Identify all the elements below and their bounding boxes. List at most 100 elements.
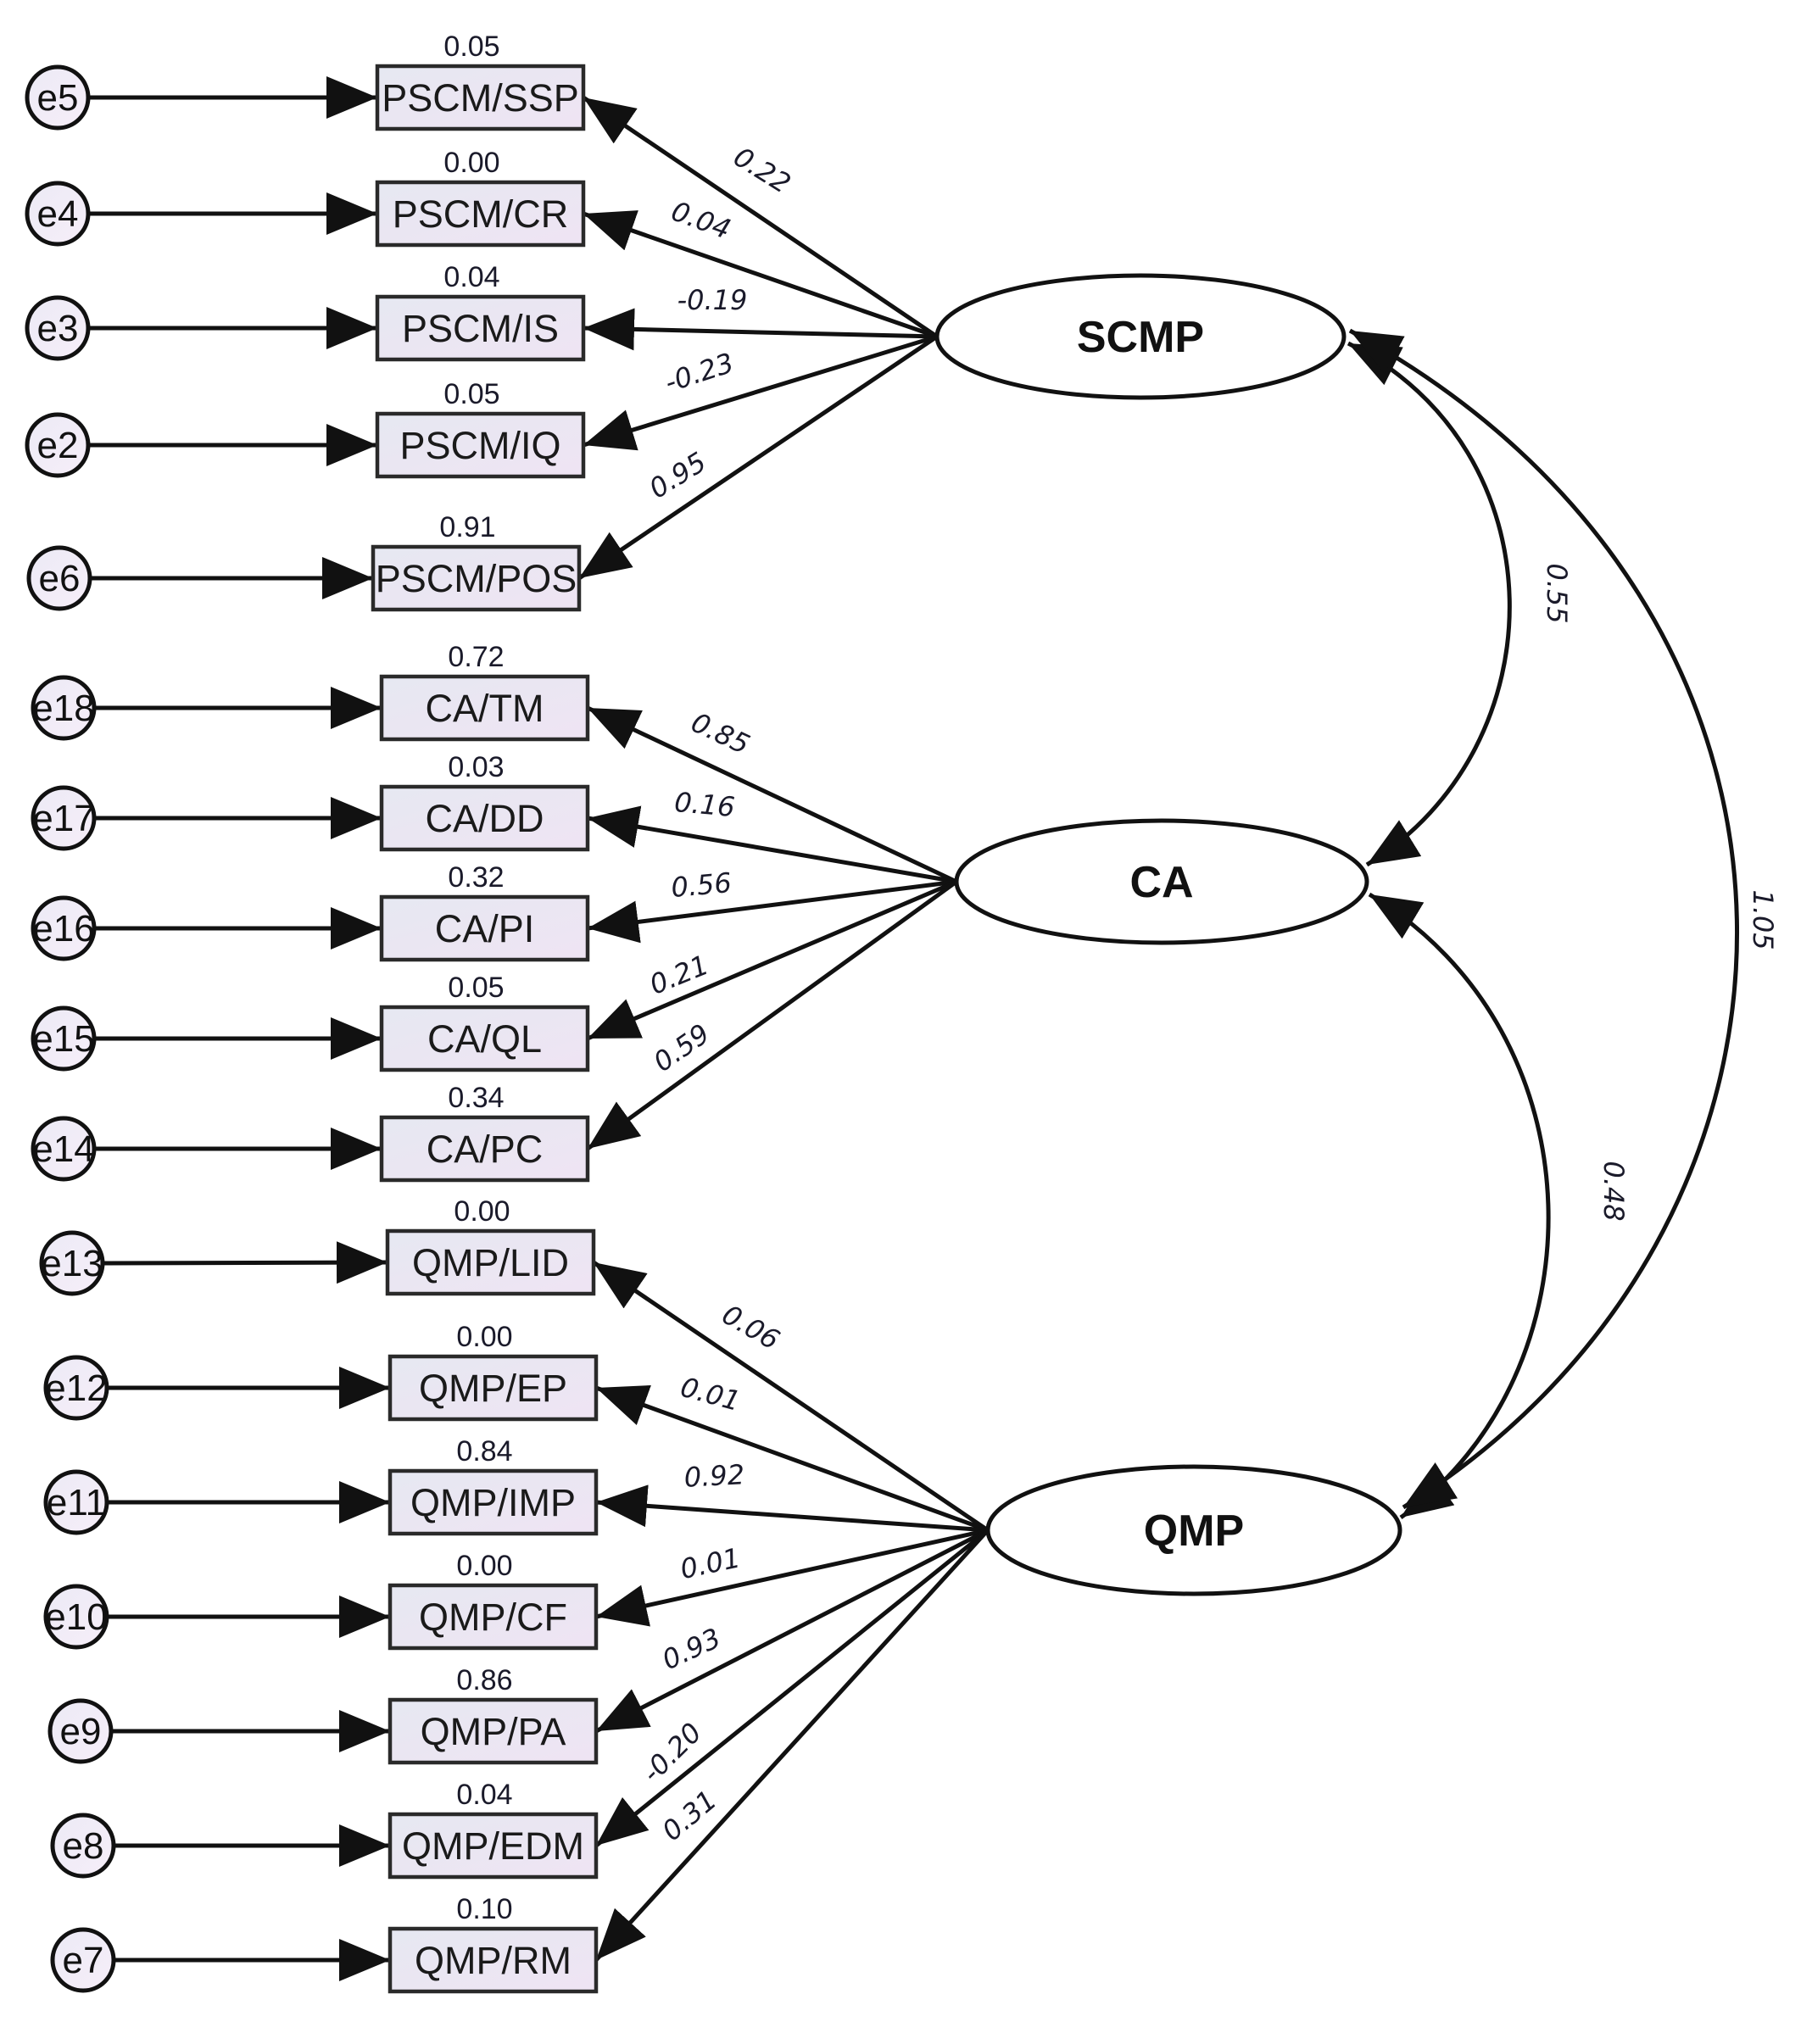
loading-arrow <box>583 308 938 351</box>
error-circle <box>31 1116 97 1182</box>
error-circle <box>47 1698 114 1764</box>
indicator-label: PSCM/IS <box>402 307 559 350</box>
loading-value: -0.23 <box>661 347 737 399</box>
latent-label: SCMP <box>1077 313 1204 362</box>
error-circle <box>31 675 97 741</box>
error-arrow-e13 <box>102 1241 388 1284</box>
indicator-box: PSCM/SSP <box>375 64 586 131</box>
loading-value: 0.56 <box>670 866 733 904</box>
latent-label: CA <box>1129 858 1193 907</box>
error-term: e17 <box>31 785 97 851</box>
error-circle <box>26 545 92 611</box>
indicator-box: QMP/IMP <box>388 1468 599 1536</box>
error-circle <box>39 1230 105 1296</box>
error-label: e11 <box>47 1482 106 1523</box>
indicator-label: PSCM/POS <box>376 557 577 600</box>
indicator-box: QMP/LID <box>385 1228 596 1296</box>
indicator-rect <box>385 1228 596 1296</box>
correlation-value: 0.48 <box>1597 1161 1630 1221</box>
latent-variable-ca: CA <box>954 818 1369 945</box>
loading-arrow <box>595 1528 989 1627</box>
loading-arrow <box>595 1484 989 1533</box>
squared-multiple-correlation: 0.04 <box>443 261 499 293</box>
error-circle <box>50 1927 116 1993</box>
indicator-rect <box>379 1005 590 1072</box>
indicator-rect <box>375 180 586 248</box>
loading-arrow <box>586 705 958 884</box>
indicator-box: QMP/RM <box>388 1926 599 1994</box>
indicator-rect <box>388 1583 599 1651</box>
loading-arrow <box>592 1260 990 1533</box>
paths-layer <box>88 76 1739 1981</box>
squared-multiple-correlation: 0.86 <box>456 1664 512 1696</box>
loading-value: 0.22 <box>728 141 797 200</box>
error-term: e4 <box>25 181 91 247</box>
error-circle <box>25 64 91 131</box>
error-label: e14 <box>32 1128 94 1170</box>
indicator-box: PSCM/IS <box>375 294 586 362</box>
squared-multiple-correlation: 0.84 <box>456 1435 512 1468</box>
loading-value: 0.21 <box>645 949 713 1001</box>
loading-arrow <box>583 334 938 451</box>
error-term: e12 <box>43 1355 109 1421</box>
squared-multiple-correlation: 0.10 <box>456 1893 512 1925</box>
loading-arrow <box>594 1528 990 1734</box>
error-circle <box>43 1469 109 1535</box>
error-label: e17 <box>32 798 94 839</box>
error-term: e18 <box>31 675 97 741</box>
error-term: e7 <box>50 1927 116 1993</box>
indicator-label: CA/TM <box>426 687 544 730</box>
error-circle <box>25 412 91 478</box>
squared-multiple-correlation: 0.00 <box>443 147 499 179</box>
error-label: e9 <box>60 1711 102 1752</box>
indicator-rect <box>375 294 586 362</box>
loading-arrow <box>587 879 957 1041</box>
error-label: e2 <box>37 425 79 466</box>
indicator-box: CA/DD <box>379 784 590 852</box>
latent-ellipse <box>934 273 1347 400</box>
loading-value: 0.16 <box>673 786 736 823</box>
indicator-box: QMP/EP <box>388 1354 599 1422</box>
indicator-box: QMP/EDM <box>388 1812 599 1880</box>
indicator-label: QMP/EP <box>419 1367 567 1410</box>
loading-arrow <box>583 210 938 339</box>
error-label: e6 <box>39 558 81 599</box>
indicator-label: QMP/LID <box>412 1241 569 1284</box>
error-label: e18 <box>32 688 94 729</box>
error-label: e10 <box>45 1596 107 1638</box>
indicator-rect <box>375 64 586 131</box>
indicator-label: PSCM/IQ <box>399 424 560 467</box>
squared-multiple-correlation: 0.05 <box>443 378 499 410</box>
error-term: e11 <box>43 1469 109 1535</box>
nodes-layer: 0.550.481.05PSCM/SSP0.05e50.22PSCM/CR0.0… <box>25 31 1779 1994</box>
indicator-label: CA/PC <box>427 1128 544 1171</box>
error-label: e5 <box>37 77 79 119</box>
loading-arrow <box>595 1385 989 1533</box>
loading-arrow <box>587 805 957 884</box>
loading-value: 0.92 <box>683 1458 745 1494</box>
indicator-label: PSCM/SSP <box>382 76 579 120</box>
indicator-label: CA/QL <box>427 1017 542 1061</box>
indicator-label: CA/PI <box>435 907 535 950</box>
loading-arrow <box>594 1529 990 1847</box>
error-term: e8 <box>50 1813 116 1879</box>
latent-variable-scmp: SCMP <box>934 273 1347 400</box>
loading-value: 0.01 <box>677 1541 744 1585</box>
squared-multiple-correlation: 0.05 <box>443 31 499 63</box>
squared-multiple-correlation: 0.05 <box>448 972 504 1004</box>
error-circle <box>43 1355 109 1421</box>
correlation-value: 0.55 <box>1541 563 1573 623</box>
error-label: e15 <box>32 1018 94 1060</box>
indicator-label: QMP/EDM <box>402 1824 584 1868</box>
latent-ellipse <box>985 1464 1402 1596</box>
indicator-box: CA/PC <box>379 1115 590 1183</box>
squared-multiple-correlation: 0.72 <box>448 641 504 673</box>
error-label: e7 <box>63 1940 104 1981</box>
loading-value: 0.01 <box>677 1371 744 1417</box>
squared-multiple-correlation: 0.32 <box>448 861 504 894</box>
error-term: e14 <box>31 1116 97 1182</box>
squared-multiple-correlation: 0.00 <box>456 1321 512 1353</box>
indicator-rect <box>388 1697 599 1765</box>
error-circle <box>31 1005 97 1072</box>
